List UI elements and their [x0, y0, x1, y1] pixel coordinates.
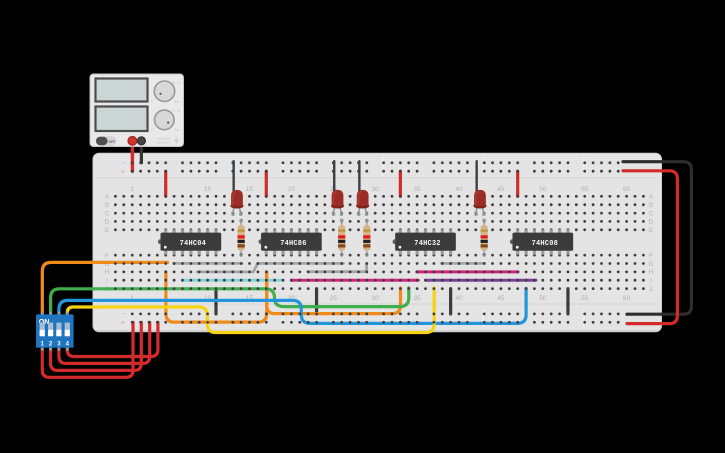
svg-text:35: 35 — [414, 186, 422, 193]
svg-text:A: A — [105, 194, 110, 201]
svg-text:A: A — [649, 194, 654, 201]
svg-text:1: 1 — [130, 186, 134, 193]
svg-text:50: 50 — [539, 295, 547, 302]
svg-text:F: F — [105, 252, 109, 259]
svg-text:OFF: OFF — [108, 140, 115, 144]
svg-text:20: 20 — [288, 295, 296, 302]
svg-text:45: 45 — [497, 186, 505, 193]
svg-text:4: 4 — [66, 342, 70, 348]
svg-text:POWER: POWER — [157, 137, 171, 141]
svg-text:74HC32: 74HC32 — [414, 240, 440, 248]
svg-text:0…C: 0…C — [173, 109, 181, 113]
svg-text:SUPPLY: SUPPLY — [157, 141, 172, 145]
svg-text:1: 1 — [41, 342, 45, 348]
svg-text:35: 35 — [414, 295, 422, 302]
svg-text:74HC86: 74HC86 — [280, 240, 306, 248]
svg-text:74HC04: 74HC04 — [180, 240, 206, 248]
svg-text:1A: 1A — [175, 128, 180, 132]
svg-text:55: 55 — [581, 295, 589, 302]
svg-text:J: J — [649, 286, 652, 293]
svg-text:40: 40 — [455, 295, 463, 302]
svg-text:−: − — [121, 158, 126, 167]
svg-text:20: 20 — [288, 186, 296, 193]
svg-text:40: 40 — [455, 186, 463, 193]
svg-text:G: G — [104, 261, 109, 268]
svg-text:H: H — [105, 269, 109, 276]
svg-text:3: 3 — [57, 342, 61, 348]
svg-text:G: G — [649, 261, 654, 268]
svg-text:15: 15 — [246, 186, 254, 193]
svg-text:C: C — [649, 210, 654, 217]
svg-text:60: 60 — [623, 295, 631, 302]
svg-text:55: 55 — [581, 186, 589, 193]
svg-text:H: H — [649, 269, 653, 276]
svg-text:30: 30 — [372, 186, 380, 193]
svg-text:25: 25 — [330, 295, 338, 302]
svg-text:F: F — [649, 252, 653, 259]
svg-text:I: I — [106, 278, 108, 285]
svg-text:+: + — [120, 167, 125, 176]
svg-text:0…C: 0…C — [173, 81, 181, 85]
svg-text:E: E — [649, 227, 653, 234]
svg-text:60: 60 — [623, 186, 631, 193]
svg-text:D: D — [649, 219, 654, 226]
svg-text:45: 45 — [497, 295, 505, 302]
svg-text:10: 10 — [204, 186, 212, 193]
svg-text:30: 30 — [372, 295, 380, 302]
svg-text:C: C — [151, 100, 154, 104]
svg-text:74HC08: 74HC08 — [532, 240, 558, 248]
svg-text:50: 50 — [539, 186, 547, 193]
svg-text:2: 2 — [49, 342, 53, 348]
svg-text:C: C — [151, 128, 154, 132]
svg-text:15: 15 — [246, 295, 254, 302]
svg-text:I: I — [650, 278, 652, 285]
svg-text:B: B — [649, 202, 653, 209]
svg-text:1: 1 — [130, 295, 134, 302]
svg-text:ON: ON — [39, 317, 50, 326]
svg-text:−: − — [121, 310, 126, 319]
svg-text:10: 10 — [204, 295, 212, 302]
svg-text:E: E — [105, 227, 109, 234]
svg-text:B: B — [105, 202, 109, 209]
svg-text:+: + — [120, 318, 125, 327]
svg-text:D: D — [105, 219, 110, 226]
svg-text:C: C — [105, 210, 110, 217]
svg-text:30+: 30+ — [174, 100, 180, 104]
